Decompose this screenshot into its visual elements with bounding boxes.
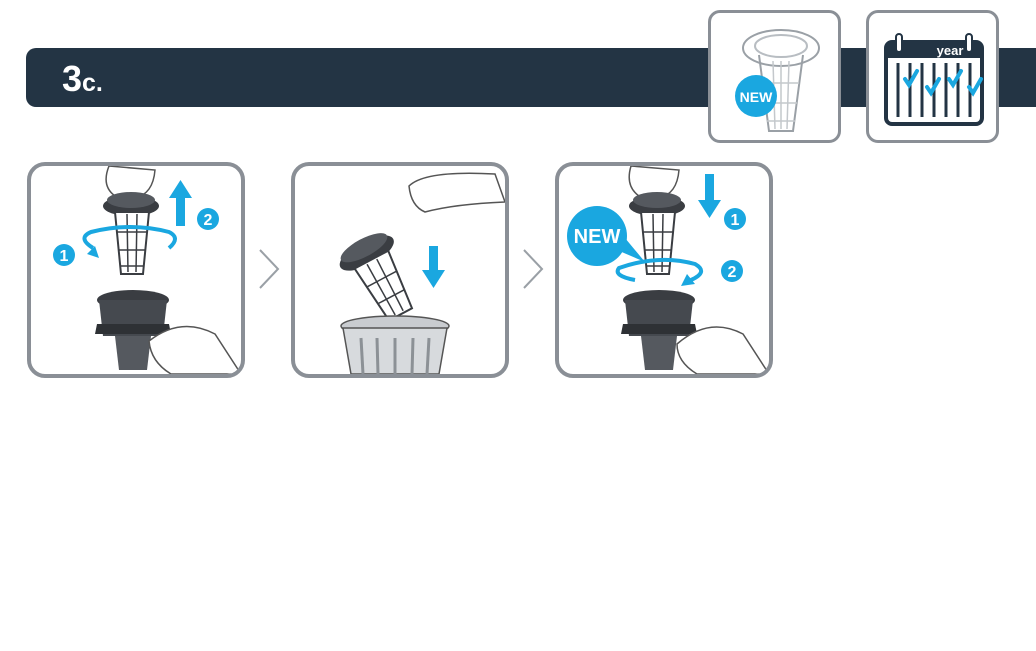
new-badge-text: NEW bbox=[740, 89, 773, 105]
calendar-card: year bbox=[866, 10, 999, 143]
step-1-label: 1 bbox=[60, 248, 69, 265]
calendar-year-label: year bbox=[937, 43, 964, 58]
next-step-chevron-icon bbox=[258, 248, 280, 290]
calendar-icon: year bbox=[869, 13, 996, 140]
down-arrow-icon bbox=[705, 174, 714, 204]
step-title: 3c. bbox=[62, 48, 103, 107]
panel-insert-new-filter: NEW 1 2 bbox=[555, 162, 773, 378]
up-arrow-icon bbox=[176, 196, 185, 226]
new-badge-label: NEW bbox=[574, 226, 621, 248]
remove-filter-illustration: 1 2 bbox=[31, 166, 241, 374]
step-number: 3 bbox=[62, 58, 82, 99]
step-2-label: 2 bbox=[728, 264, 737, 281]
step-suffix: c. bbox=[82, 69, 103, 97]
new-filter-icon: NEW bbox=[711, 13, 838, 140]
step-2-label: 2 bbox=[204, 212, 213, 229]
new-filter-card: NEW bbox=[708, 10, 841, 143]
dispose-filter-illustration bbox=[295, 166, 505, 374]
next-step-chevron-icon bbox=[522, 248, 544, 290]
down-arrow-icon bbox=[429, 246, 438, 274]
panel-dispose-filter bbox=[291, 162, 509, 378]
panel-remove-filter: 1 2 bbox=[27, 162, 245, 378]
step-1-label: 1 bbox=[731, 212, 740, 229]
insert-filter-illustration: NEW 1 2 bbox=[559, 166, 769, 374]
